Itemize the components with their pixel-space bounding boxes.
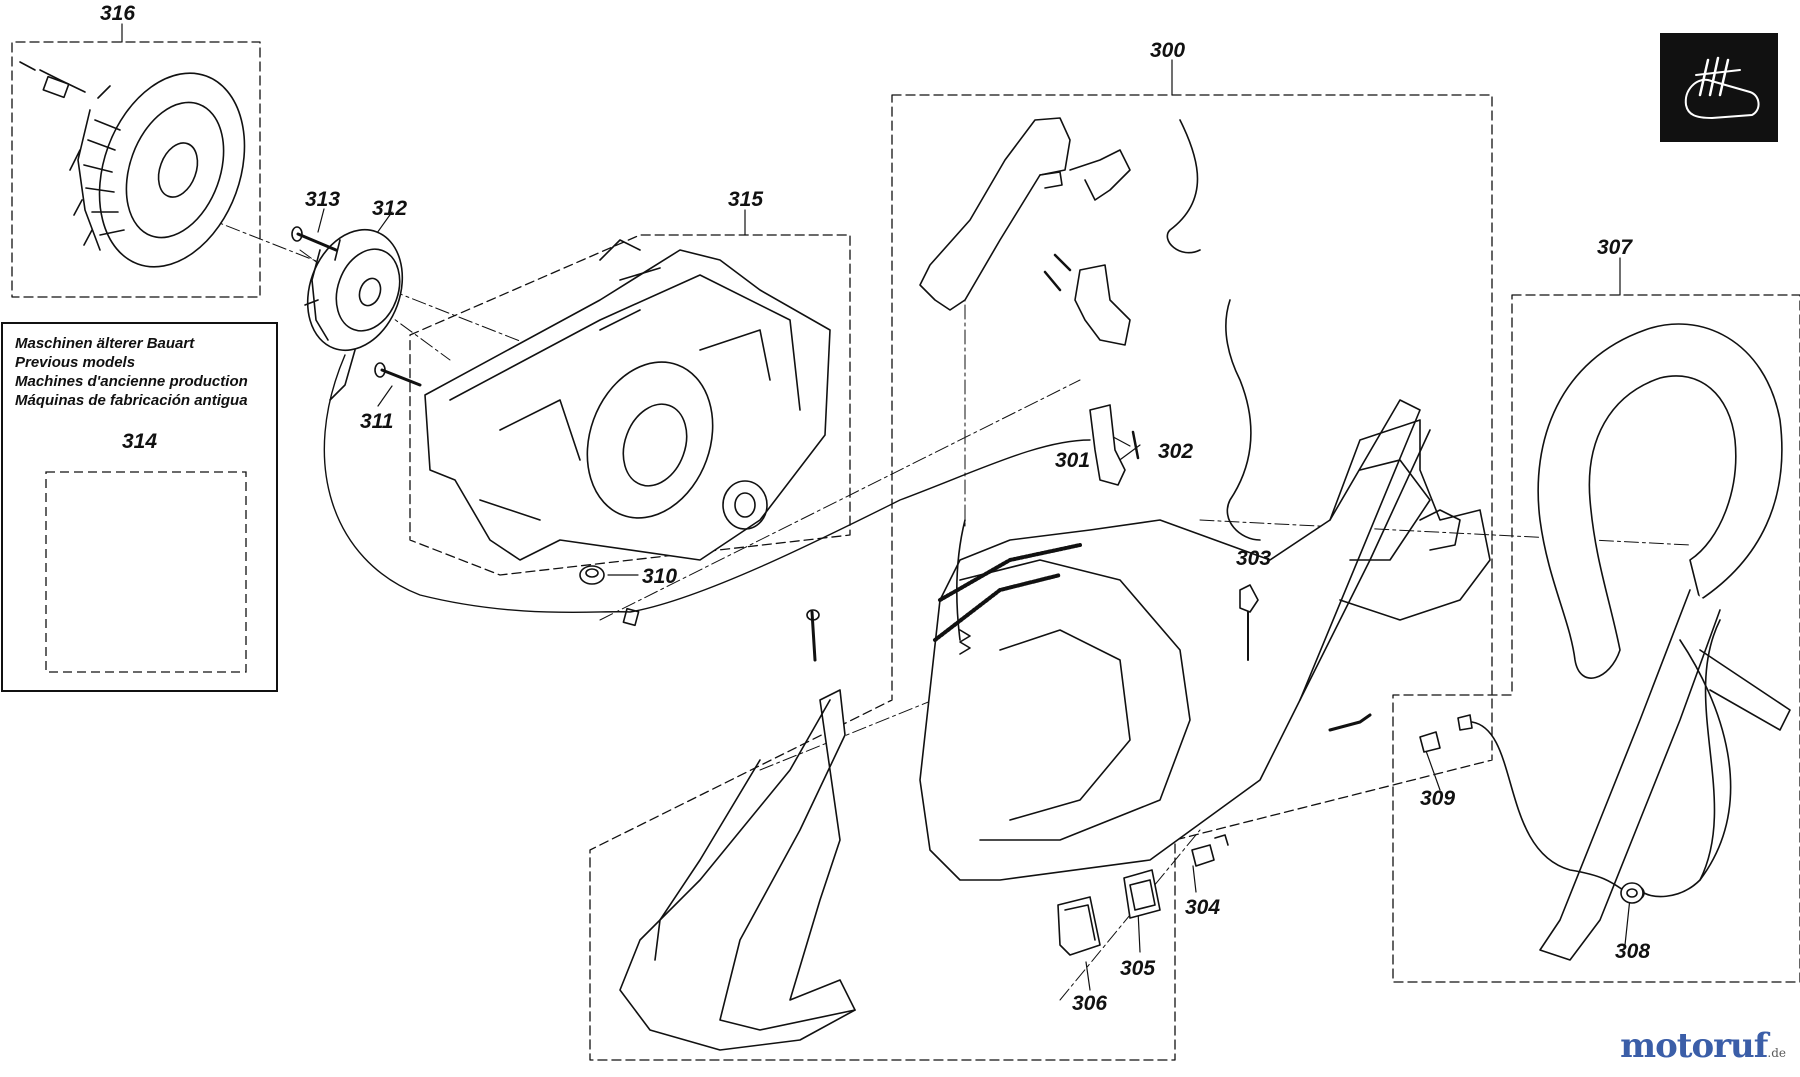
- callout-labels: 316 300 313 312 315 307 311 301 302 303 …: [100, 2, 1650, 1015]
- callout-309: 309: [1420, 787, 1455, 810]
- watermark-logo: motoruf.de: [1620, 1026, 1786, 1066]
- cable-connector: [622, 607, 640, 627]
- group-frame-300: [589, 94, 1493, 1061]
- loop-handle-307: [1537, 323, 1791, 961]
- callout-314: 314: [122, 430, 157, 453]
- callout-303: 303: [1236, 547, 1271, 570]
- group-frame-315: [409, 234, 851, 576]
- cable: [323, 354, 1091, 614]
- previous-models-box: Maschinen älterer Bauart Previous models…: [1, 322, 278, 692]
- flywheel-316: [19, 61, 246, 268]
- callout-307: 307: [1597, 236, 1633, 259]
- callout-304: 304: [1185, 896, 1220, 919]
- watermark-suffix: .de: [1767, 1046, 1786, 1060]
- callout-311: 311: [360, 410, 393, 433]
- caption-line-fr: Machines d'ancienne production: [15, 373, 248, 390]
- callout-316: 316: [100, 2, 135, 25]
- callout-308: 308: [1615, 940, 1650, 963]
- previous-models-caption: Maschinen älterer Bauart Previous models…: [15, 334, 248, 410]
- fan-wheel-312: [304, 228, 404, 352]
- watermark-text: motoruf: [1620, 1026, 1768, 1066]
- leader-lines: [121, 23, 1631, 991]
- connector-309: [1419, 714, 1631, 896]
- grommet-310: [579, 565, 605, 585]
- caption-line-de: Maschinen älterer Bauart: [15, 335, 195, 352]
- callout-310: 310: [642, 565, 677, 588]
- group-frame-316: [11, 41, 261, 298]
- chainsaw-handle-pictogram-icon: [1660, 33, 1778, 142]
- callout-301: 301: [1055, 449, 1090, 472]
- caption-line-es: Máquinas de fabricación antigua: [15, 392, 248, 409]
- cable-lug: [1328, 713, 1372, 732]
- callout-305: 305: [1120, 957, 1155, 980]
- motor-housing-315: [424, 239, 831, 561]
- callout-313: 313: [305, 188, 340, 211]
- switch-305: [1123, 869, 1161, 919]
- screw-313: [291, 226, 338, 252]
- grip-shell: [619, 609, 856, 1051]
- screw-311: [329, 349, 422, 401]
- legend-inner: 314: [45, 430, 247, 673]
- switch-cap-306: [1057, 896, 1101, 956]
- plug-308: [1620, 882, 1644, 904]
- switch-304: [1191, 834, 1229, 867]
- callout-312: 312: [372, 197, 407, 220]
- caption-line-en: Previous models: [15, 354, 136, 371]
- assembly-group-frames: [11, 41, 1800, 1061]
- callout-300: 300: [1150, 39, 1185, 62]
- handle-housing-300: [919, 117, 1491, 881]
- callout-302: 302: [1158, 440, 1193, 463]
- callout-306: 306: [1072, 992, 1107, 1015]
- callout-315: 315: [728, 188, 763, 211]
